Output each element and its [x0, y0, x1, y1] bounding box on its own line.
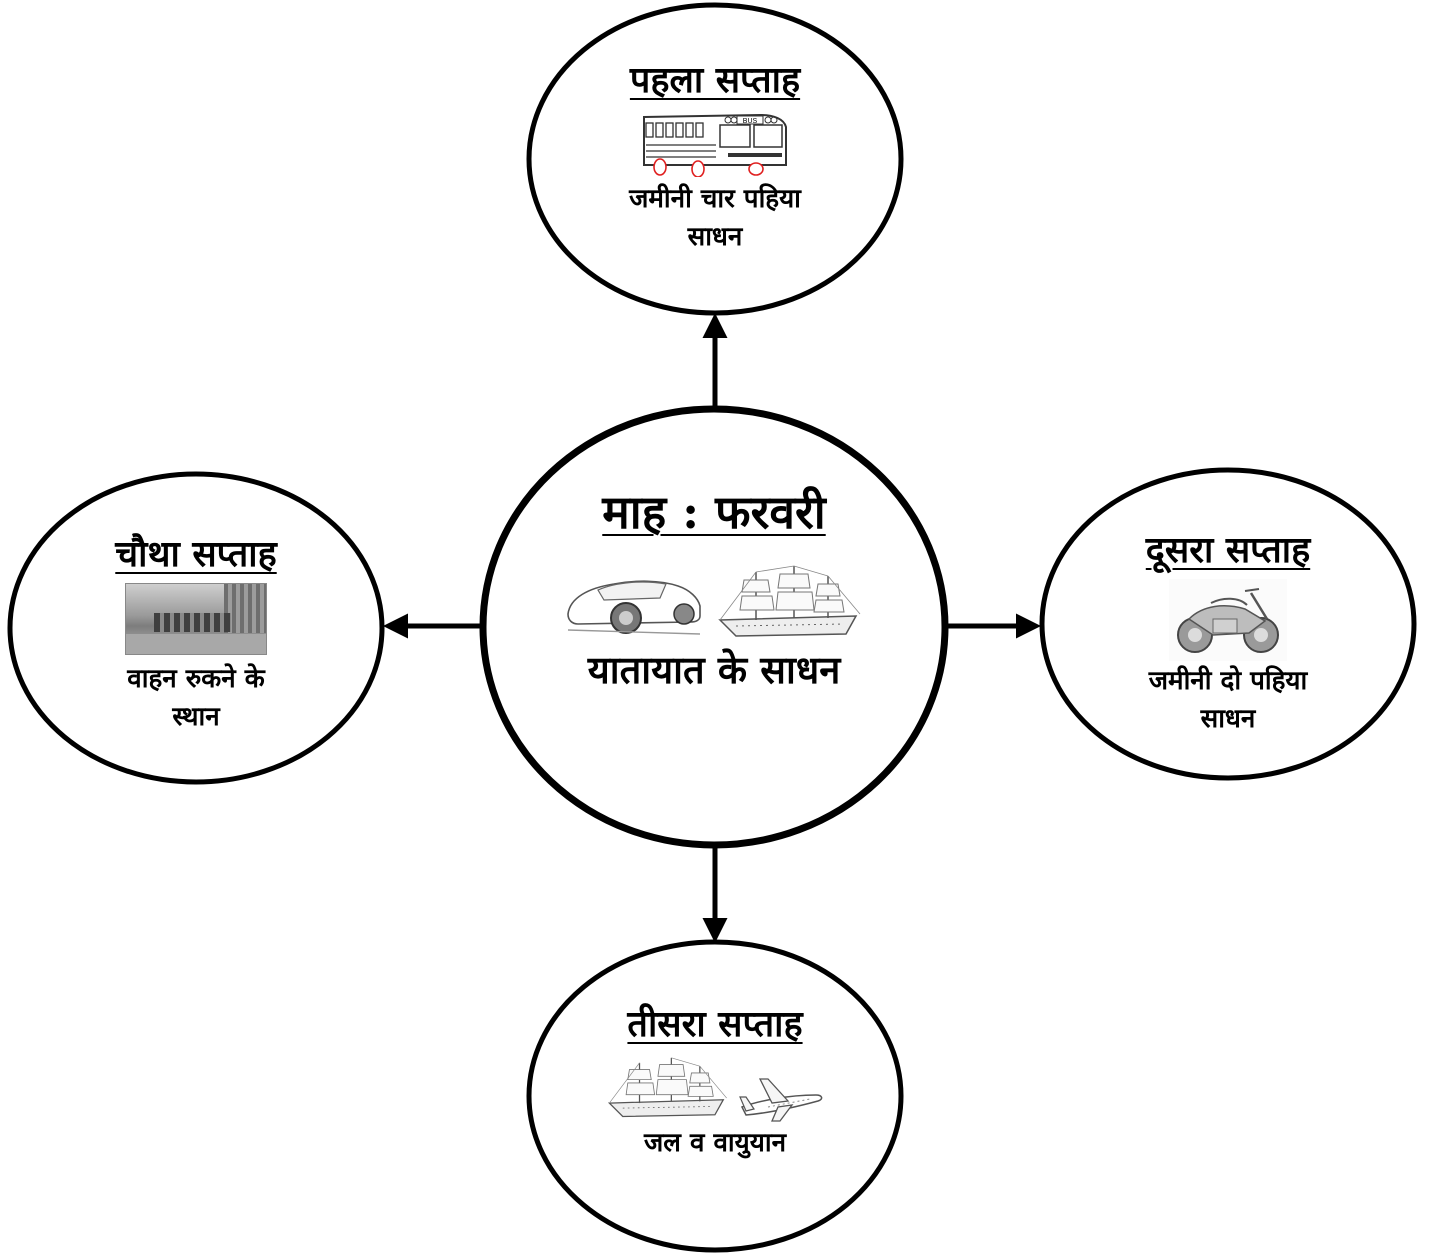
- center-node-content: माह : फरवरी यातायात के साधन: [514, 484, 914, 693]
- week-1-content: पहला सप्ताह BUS जमीनी चार पहि: [565, 58, 865, 256]
- center-node: [479, 405, 949, 849]
- week-4-images: [46, 583, 346, 655]
- week-2-images: [1078, 579, 1378, 661]
- week-4-title: चौथा सप्ताह: [115, 533, 277, 575]
- center-title: माह : फरवरी: [602, 485, 826, 539]
- car-icon: [567, 579, 701, 635]
- airplane-icon: [739, 1078, 823, 1122]
- week-3-content: तीसरा सप्ताह जल व वायुयान: [565, 1002, 865, 1163]
- week-4-content: चौथा सप्ताह वाहन रुकने के स्थान: [46, 532, 346, 736]
- bus-station-photo: [125, 583, 267, 655]
- center-description: यातायात के साधन: [587, 646, 841, 692]
- bus-sign: BUS: [743, 118, 758, 125]
- week-4-description-line-2: स्थान: [172, 701, 220, 732]
- node-week-3: [526, 939, 904, 1253]
- week-3-description-line-1: जल व वायुयान: [644, 1128, 786, 1158]
- week-4-description-line-1: वाहन रुकने के: [127, 664, 265, 694]
- motorcycle-icon: [1169, 579, 1287, 661]
- week-2-description-line-1: जमीनी दो पहिया: [1148, 666, 1308, 696]
- week-2-content: दूसरा सप्ताह जमीनी दो पहिया साधन: [1078, 528, 1378, 738]
- week-1-description-line-2: साधन: [687, 221, 743, 252]
- ship-icon: [718, 565, 861, 637]
- week-3-images: [565, 1053, 865, 1123]
- week-2-description-line-2: साधन: [1200, 703, 1256, 734]
- week-1-title: पहला सप्ताह: [629, 59, 801, 101]
- week-1-images: BUS: [565, 111, 865, 177]
- bus-icon: BUS: [643, 113, 787, 177]
- week-1-description-line-1: जमीनी चार पहिया: [629, 184, 801, 214]
- ship-icon: [607, 1057, 727, 1118]
- week-2-title: दूसरा सप्ताह: [1145, 529, 1311, 571]
- center-images: [514, 564, 914, 640]
- week-3-title: तीसरा सप्ताह: [627, 1003, 803, 1045]
